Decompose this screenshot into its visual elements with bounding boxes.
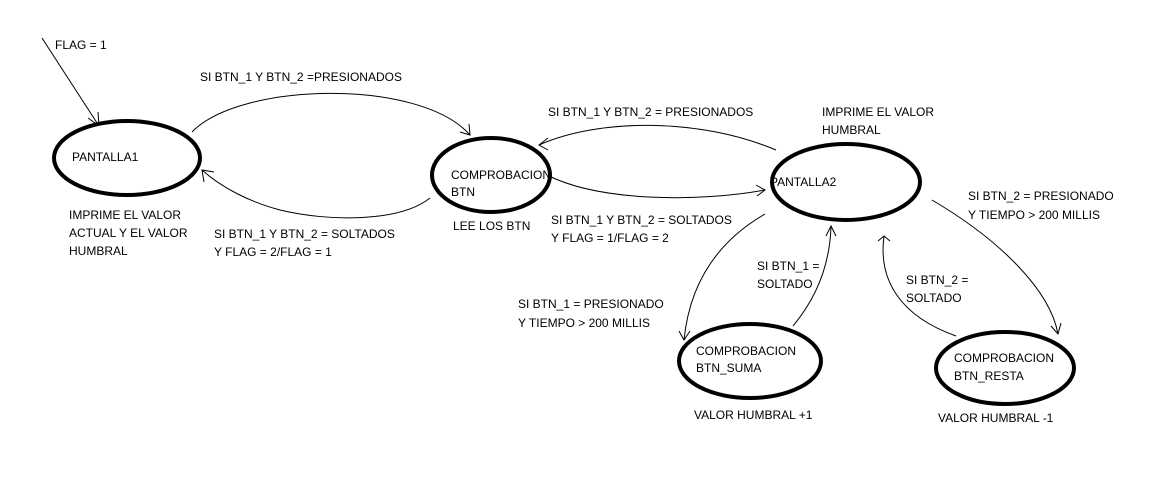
transition-suma-to-p2 — [792, 224, 837, 327]
pantalla1-note-line3: HUMBRAL — [69, 244, 128, 258]
state-btn-suma-label-line1: COMPROBACION — [696, 344, 796, 358]
state-comprobacion: COMPROBACION BTN — [430, 136, 552, 214]
pantalla2-note-line2: HUMBRAL — [822, 123, 881, 137]
state-pantalla1-label: PANTALLA1 — [72, 150, 139, 164]
suma-note: VALOR HUMBRAL +1 — [694, 408, 813, 422]
state-comprobacion-ellipse — [430, 136, 552, 214]
resta-to-p2-label-line1: SI BTN_2 = — [906, 273, 968, 287]
transition-comprobacion-to-p1 — [201, 169, 431, 219]
transition-comprobacion-to-p2 — [546, 174, 766, 199]
p2-to-resta-arrowhead — [1050, 322, 1062, 336]
comprobacion-to-p2-label-line2: Y FLAG = 1/FLAG = 2 — [551, 231, 669, 245]
comprobacion-to-p1-arrow — [201, 169, 431, 219]
suma-to-p2-arrowhead — [825, 224, 837, 237]
resta-note: VALOR HUMBRAL -1 — [938, 411, 1054, 425]
p1-to-comprobacion-arrowhead — [459, 123, 471, 136]
p2-to-resta-label-line2: Y TIEMPO > 200 MILLIS — [968, 208, 1100, 222]
comprobacion-to-p1-label-line1: SI BTN_1 Y BTN_2 = SOLTADOS — [214, 227, 395, 241]
state-pantalla1-ellipse — [52, 119, 202, 197]
comprobacion-to-p2-arrowhead — [755, 184, 766, 197]
suma-to-p2-arrow — [792, 225, 832, 327]
transition-p2-to-resta — [931, 199, 1062, 336]
transition-p1-to-comprobacion — [191, 92, 471, 136]
comprobacion-to-p2-label-line1: SI BTN_1 Y BTN_2 = SOLTADOS — [551, 213, 732, 227]
initial-arrow-line — [41, 37, 100, 127]
state-pantalla2-ellipse — [770, 142, 922, 222]
initial-transition-label: FLAG = 1 — [55, 38, 107, 52]
state-btn-suma-ellipse — [677, 322, 823, 400]
p2-to-resta-label-line1: SI BTN_2 = PRESIONADO — [968, 189, 1114, 203]
state-pantalla2: PANTALLA2 — [770, 142, 922, 222]
suma-to-p2-label-line2: SOLTADO — [757, 277, 813, 291]
pantalla1-note-line2: ACTUAL Y EL VALOR — [69, 226, 188, 240]
p1-to-comprobacion-arrow — [191, 92, 471, 136]
state-comprobacion-label-line2: BTN — [451, 185, 475, 199]
resta-to-p2-arrowhead — [877, 235, 891, 242]
p2-to-comprobacion-arrowhead — [538, 137, 549, 151]
pantalla2-note-line1: IMPRIME EL VALOR — [822, 105, 934, 119]
p2-to-comprobacion-label: SI BTN_1 Y BTN_2 = PRESIONADOS — [548, 105, 753, 119]
resta-to-p2-label-line2: SOLTADO — [906, 291, 962, 305]
state-btn-suma-label-line2: BTN_SUMA — [696, 361, 761, 375]
state-pantalla2-label: PANTALLA2 — [770, 175, 837, 189]
state-btn-suma: COMPROBACION BTN_SUMA — [677, 322, 823, 400]
p2-to-suma-arrowhead — [678, 330, 691, 341]
state-btn-resta: COMPROBACION BTN_RESTA — [934, 330, 1076, 406]
p2-to-resta-arrow — [931, 199, 1059, 335]
state-btn-resta-label-line1: COMPROBACION — [954, 351, 1054, 365]
comprobacion-note: LEE LOS BTN — [453, 219, 530, 233]
p2-to-suma-arrow — [683, 213, 766, 341]
p2-to-comprobacion-arrow — [538, 124, 777, 151]
state-btn-resta-ellipse — [934, 330, 1076, 406]
comprobacion-to-p2-arrow — [546, 174, 766, 199]
transition-p2-to-comprobacion — [538, 124, 777, 151]
suma-to-p2-label-line1: SI BTN_1 = — [757, 259, 819, 273]
comprobacion-to-p1-arrowhead — [201, 169, 215, 183]
transition-resta-to-p2 — [877, 235, 957, 337]
comprobacion-to-p1-label-line2: Y FLAG = 2/FLAG = 1 — [214, 245, 332, 259]
resta-to-p2-arrow — [882, 235, 957, 337]
p2-to-suma-label-line2: Y TIEMPO > 200 MILLIS — [518, 316, 650, 330]
transition-p2-to-suma — [678, 213, 766, 341]
state-pantalla1: PANTALLA1 — [52, 119, 202, 197]
state-btn-resta-label-line2: BTN_RESTA — [954, 369, 1024, 383]
p1-to-comprobacion-label: SI BTN_1 Y BTN_2 =PRESIONADOS — [200, 70, 402, 84]
state-comprobacion-label-line1: COMPROBACION — [451, 168, 551, 182]
pantalla1-note-line1: IMPRIME EL VALOR — [69, 208, 181, 222]
p2-to-suma-label-line1: SI BTN_1 = PRESIONADO — [518, 297, 664, 311]
